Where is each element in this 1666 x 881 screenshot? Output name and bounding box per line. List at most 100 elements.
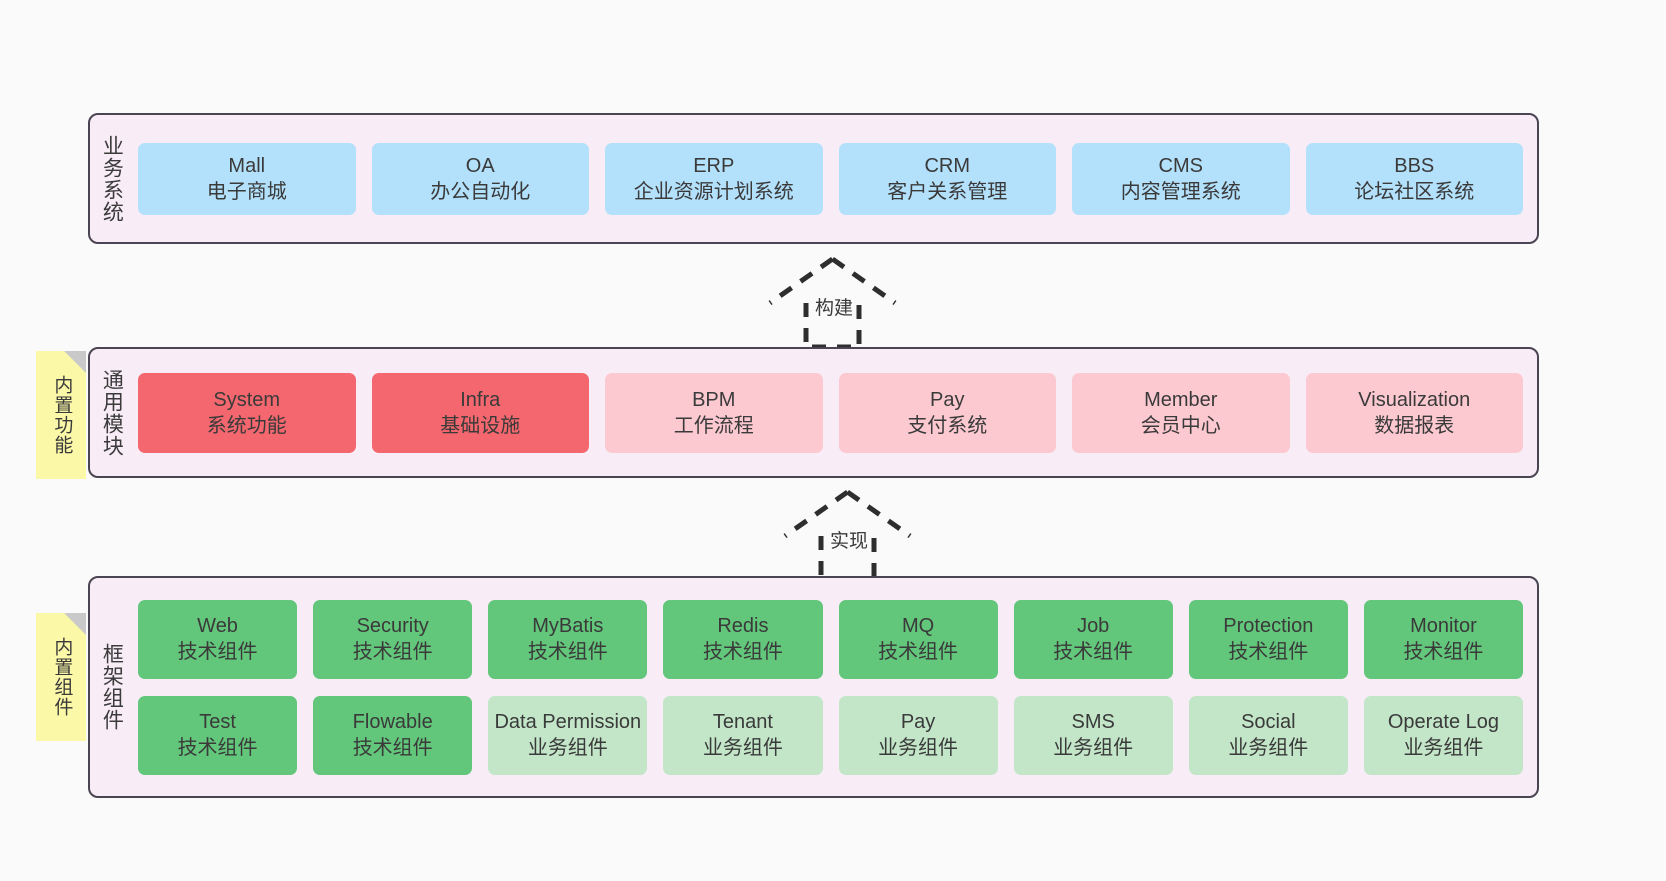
connector-build: 构建 bbox=[745, 255, 920, 350]
module-card-en: Visualization bbox=[1358, 388, 1471, 411]
module-card-data-permission[interactable]: Data Permission 业务组件 bbox=[488, 695, 648, 775]
module-card-en: Monitor bbox=[1410, 615, 1477, 637]
module-card-en: Member bbox=[1144, 388, 1218, 411]
module-card-en: Infra bbox=[460, 388, 501, 411]
module-card-job[interactable]: Job 技术组件 bbox=[1013, 599, 1173, 679]
module-card-cn: 业务组件 bbox=[878, 737, 959, 759]
module-card-cn: 业务组件 bbox=[1228, 737, 1309, 759]
layer-title-common: 通用模块 bbox=[100, 368, 124, 457]
module-card-cn: 基础设施 bbox=[440, 414, 521, 437]
module-card-cn: 业务组件 bbox=[1053, 737, 1134, 759]
module-card-visualization[interactable]: Visualization 数据报表 bbox=[1305, 372, 1523, 453]
sticky-fold-corner-icon bbox=[64, 351, 86, 373]
layer-body-business: Mall 电子商城 OA 办公自动化 ERP 企业资源计划系统 CRM 客户关系… bbox=[132, 115, 1537, 242]
module-card-en: MQ bbox=[901, 615, 935, 637]
layer-title-frame: 框架组件 bbox=[100, 643, 124, 731]
module-card-security[interactable]: Security 技术组件 bbox=[313, 599, 473, 679]
dashed-generalization-arrow-icon bbox=[768, 256, 897, 350]
module-card-crm[interactable]: CRM 客户关系管理 bbox=[838, 142, 1056, 215]
module-card-cms[interactable]: CMS 内容管理系统 bbox=[1072, 142, 1290, 215]
module-card-mq[interactable]: MQ 技术组件 bbox=[838, 599, 998, 679]
module-card-member[interactable]: Member 会员中心 bbox=[1072, 372, 1290, 453]
module-card-cn: 技术组件 bbox=[1403, 641, 1484, 663]
module-card-en: Test bbox=[199, 711, 236, 733]
layer-body-common: System 系统功能 Infra 基础设施 BPM 工作流程 Pay 支付系统… bbox=[132, 349, 1537, 476]
module-card-test[interactable]: Test 技术组件 bbox=[138, 695, 298, 775]
module-card-cn: 技术组件 bbox=[1228, 641, 1309, 663]
module-card-oa[interactable]: OA 办公自动化 bbox=[371, 142, 589, 215]
module-card-en: Pay bbox=[930, 388, 965, 411]
module-card-en: Data Permission bbox=[494, 711, 642, 733]
module-card-mybatis[interactable]: MyBatis 技术组件 bbox=[488, 599, 648, 679]
module-card-cn: 客户关系管理 bbox=[887, 180, 1008, 203]
layer-common-modules: 通用模块 System 系统功能 Infra 基础设施 BPM 工作流程 Pay… bbox=[88, 347, 1539, 478]
module-card-cn: 技术组件 bbox=[1053, 641, 1134, 663]
sticky-note-builtin-features: 内置功能 bbox=[36, 351, 86, 479]
dashed-generalization-arrow-icon bbox=[783, 489, 912, 583]
module-card-operate-log[interactable]: Operate Log 业务组件 bbox=[1363, 695, 1523, 775]
module-card-cn: 技术组件 bbox=[177, 641, 258, 663]
module-card-infra[interactable]: Infra 基础设施 bbox=[371, 372, 589, 453]
module-card-cn: 技术组件 bbox=[352, 737, 433, 759]
module-card-cn: 办公自动化 bbox=[430, 180, 531, 203]
connector-build-label: 构建 bbox=[813, 293, 856, 320]
module-card-cn: 技术组件 bbox=[177, 737, 258, 759]
module-card-en: Social bbox=[1241, 711, 1296, 733]
module-card-bbs[interactable]: BBS 论坛社区系统 bbox=[1305, 142, 1523, 215]
module-card-cn: 业务组件 bbox=[702, 737, 783, 759]
module-card-en: ERP bbox=[693, 154, 735, 177]
module-card-en: Redis bbox=[717, 615, 769, 637]
layer-framework-components: 框架组件 Web 技术组件 Security 技术组件 MyBatis 技术组件… bbox=[88, 576, 1539, 798]
layer-business-systems: 业务系统 Mall 电子商城 OA 办公自动化 ERP 企业资源计划系统 CRM… bbox=[88, 113, 1539, 244]
module-card-web[interactable]: Web 技术组件 bbox=[138, 599, 298, 679]
module-card-en: MyBatis bbox=[532, 615, 604, 637]
module-card-en: BPM bbox=[692, 388, 736, 411]
module-card-cn: 电子商城 bbox=[206, 180, 287, 203]
module-card-cn: 技术组件 bbox=[352, 641, 433, 663]
module-card-flowable[interactable]: Flowable 技术组件 bbox=[313, 695, 473, 775]
module-card-cn: 内容管理系统 bbox=[1120, 180, 1241, 203]
module-card-en: OA bbox=[465, 154, 495, 177]
module-card-en: Security bbox=[356, 615, 429, 637]
module-card-pay[interactable]: Pay 支付系统 bbox=[838, 372, 1056, 453]
module-card-pay-biz[interactable]: Pay 业务组件 bbox=[838, 695, 998, 775]
module-card-en: Mall bbox=[228, 154, 266, 177]
module-card-bpm[interactable]: BPM 工作流程 bbox=[605, 372, 823, 453]
sticky-note-builtin-components: 内置组件 bbox=[36, 613, 86, 741]
module-card-en: SMS bbox=[1071, 711, 1115, 733]
module-card-cn: 技术组件 bbox=[527, 641, 608, 663]
module-card-en: BBS bbox=[1394, 154, 1435, 177]
module-card-en: Flowable bbox=[352, 711, 433, 733]
module-card-en: Tenant bbox=[712, 711, 773, 733]
module-card-en: CRM bbox=[924, 154, 971, 177]
module-card-en: Job bbox=[1077, 615, 1110, 637]
module-card-tenant[interactable]: Tenant 业务组件 bbox=[663, 695, 823, 775]
sticky-note-label: 内置组件 bbox=[51, 637, 73, 717]
module-card-cn: 企业资源计划系统 bbox=[633, 180, 794, 203]
module-card-en: Web bbox=[197, 615, 238, 637]
module-card-erp[interactable]: ERP 企业资源计划系统 bbox=[605, 142, 823, 215]
module-card-cn: 论坛社区系统 bbox=[1354, 180, 1475, 203]
module-card-en: Protection bbox=[1223, 615, 1314, 637]
module-card-cn: 业务组件 bbox=[1403, 737, 1484, 759]
layer-title-business: 业务系统 bbox=[100, 134, 124, 223]
layer-body-frame: Web 技术组件 Security 技术组件 MyBatis 技术组件 Redi… bbox=[132, 578, 1537, 796]
module-card-social[interactable]: Social 业务组件 bbox=[1188, 695, 1348, 775]
connector-implement: 实现 bbox=[760, 488, 935, 583]
module-card-cn: 会员中心 bbox=[1140, 414, 1221, 437]
module-card-sms[interactable]: SMS 业务组件 bbox=[1013, 695, 1173, 775]
module-card-protection[interactable]: Protection 技术组件 bbox=[1188, 599, 1348, 679]
module-card-monitor[interactable]: Monitor 技术组件 bbox=[1363, 599, 1523, 679]
module-card-cn: 技术组件 bbox=[878, 641, 959, 663]
module-card-en: Pay bbox=[900, 711, 936, 733]
module-card-en: Operate Log bbox=[1387, 711, 1500, 733]
cell-row: System 系统功能 Infra 基础设施 BPM 工作流程 Pay 支付系统… bbox=[138, 372, 1523, 453]
module-card-redis[interactable]: Redis 技术组件 bbox=[663, 599, 823, 679]
module-card-system[interactable]: System 系统功能 bbox=[138, 372, 356, 453]
module-card-mall[interactable]: Mall 电子商城 bbox=[138, 142, 356, 215]
module-card-cn: 业务组件 bbox=[527, 737, 608, 759]
module-card-cn: 支付系统 bbox=[907, 414, 988, 437]
module-card-cn: 工作流程 bbox=[673, 414, 754, 437]
sticky-fold-corner-icon bbox=[64, 613, 86, 635]
